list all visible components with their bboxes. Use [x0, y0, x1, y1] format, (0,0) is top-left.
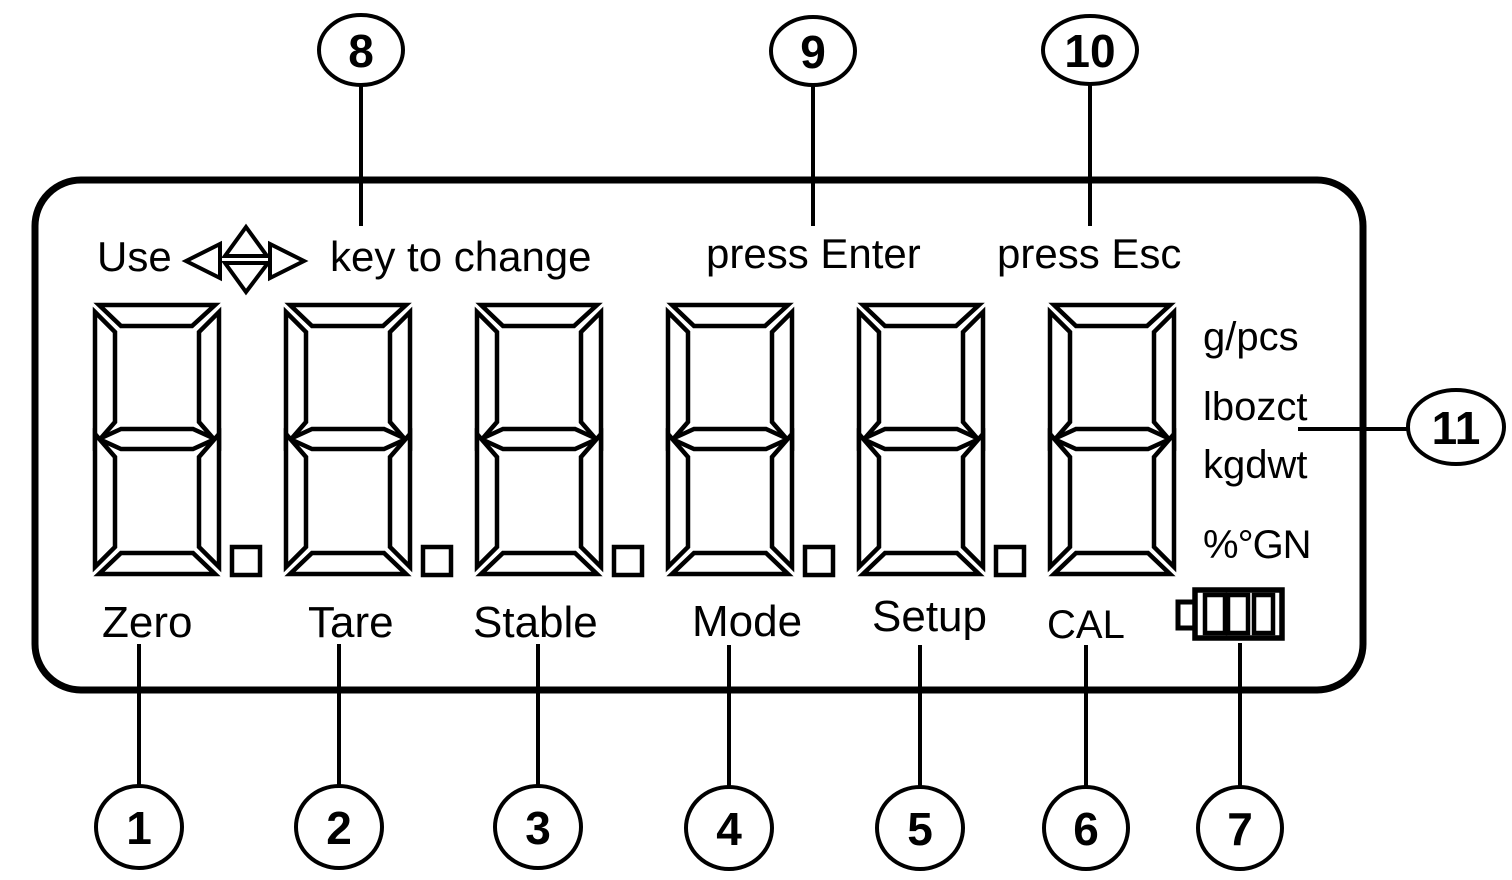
seven-segment-digit-4	[668, 305, 792, 574]
decimal-point-icon	[420, 544, 454, 578]
seven-segment-digit-5	[859, 305, 983, 574]
callout-number: 5	[907, 803, 933, 855]
callout-circle	[1406, 388, 1506, 466]
callout-circle	[294, 784, 384, 870]
callout-number: 8	[348, 25, 374, 77]
callout-number: 2	[326, 802, 352, 854]
callout-circle	[493, 784, 583, 870]
arrow-up-icon	[221, 223, 271, 258]
callout-circle	[769, 15, 857, 87]
indicator-stable: Stable	[473, 598, 598, 647]
seven-segment-digit-6	[1050, 305, 1174, 574]
unit-g-pcs: g/pcs	[1203, 315, 1299, 359]
arrow-right-icon	[268, 240, 309, 282]
callout-circle	[1196, 785, 1284, 871]
battery-icon	[1175, 587, 1285, 641]
prompt-press-esc: press Esc	[997, 230, 1181, 277]
callout-circle	[1041, 14, 1139, 86]
battery-bar	[1202, 592, 1228, 636]
arrow-left-icon	[181, 240, 222, 282]
callout-7: 7	[1196, 785, 1284, 871]
decimal-point-icon	[611, 544, 645, 578]
callout-number: 10	[1064, 25, 1115, 77]
lcd-panel-outline	[31, 176, 1367, 694]
prompt-use: Use	[97, 233, 172, 280]
decimal-point-icon	[802, 544, 836, 578]
seven-segment-digit-3	[477, 305, 601, 574]
unit-percent-deg-gn: %°GN	[1203, 523, 1311, 567]
navigation-arrows-icon	[181, 223, 309, 296]
battery-bar	[1225, 592, 1251, 636]
prompt-key-to-change: key to change	[330, 233, 592, 280]
indicator-cal: CAL	[1047, 603, 1125, 647]
status-annunciators: Zero Tare Stable Mode Setup CAL	[102, 587, 1285, 647]
callout-leader-lines	[137, 84, 1409, 788]
unit-kg-dwt: kgdwt	[1203, 443, 1308, 487]
callout-6: 6	[1042, 785, 1130, 871]
callout-1: 1	[94, 784, 184, 870]
callout-bubbles: 8 9 10 11 1 2 3 4	[94, 13, 1506, 871]
callout-circle	[317, 13, 405, 87]
callout-9: 9	[769, 15, 857, 87]
battery-bar	[1251, 592, 1276, 636]
callout-11: 11	[1406, 388, 1506, 466]
callout-4: 4	[684, 785, 774, 871]
decimal-point-icon	[229, 544, 263, 578]
seven-segment-digit-2	[286, 305, 410, 574]
prompt-press-enter: press Enter	[706, 230, 921, 277]
callout-circle	[94, 784, 184, 870]
indicator-zero: Zero	[102, 598, 192, 647]
unit-lb-oz-ct: lbozct	[1203, 385, 1308, 429]
callout-number: 3	[525, 802, 551, 854]
callout-number: 4	[716, 803, 742, 855]
callout-2: 2	[294, 784, 384, 870]
callout-number: 1	[126, 802, 152, 854]
callout-circle	[684, 785, 774, 871]
seven-segment-display	[95, 305, 1174, 578]
callout-circle	[1042, 785, 1130, 871]
callout-circle	[875, 785, 965, 871]
callout-number: 6	[1073, 803, 1099, 855]
callout-5: 5	[875, 785, 965, 871]
callout-number: 7	[1227, 803, 1253, 855]
unit-annunciators: g/pcs lbozct kgdwt %°GN	[1203, 315, 1312, 567]
callout-8: 8	[317, 13, 405, 87]
indicator-tare: Tare	[308, 598, 394, 647]
indicator-mode: Mode	[692, 597, 802, 646]
seven-segment-digit-1	[95, 305, 219, 574]
callout-3: 3	[493, 784, 583, 870]
callout-10: 10	[1041, 14, 1139, 86]
decimal-points	[229, 544, 1027, 578]
callout-number: 9	[800, 26, 826, 78]
decimal-point-icon	[993, 544, 1027, 578]
callout-number: 11	[1432, 402, 1481, 454]
arrow-down-icon	[221, 261, 273, 296]
indicator-setup: Setup	[872, 592, 987, 641]
